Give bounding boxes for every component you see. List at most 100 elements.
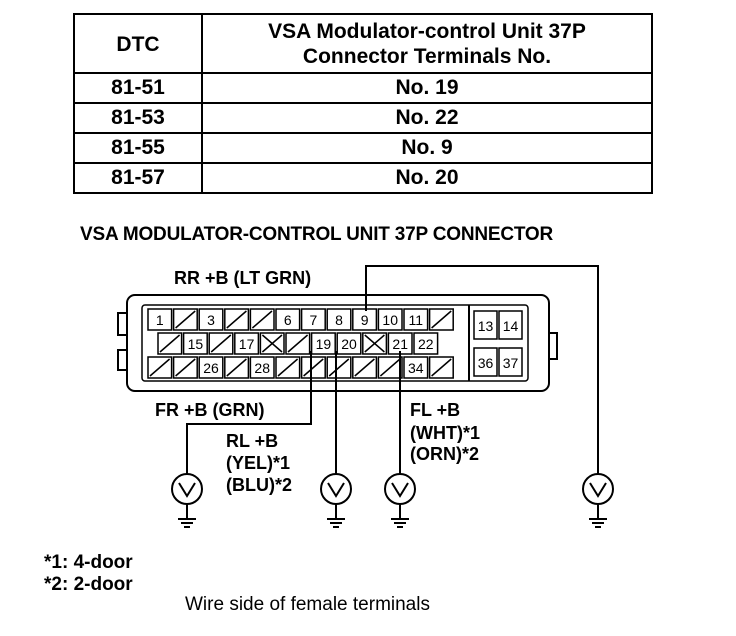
cell-terminal: No. 20 [201,162,653,194]
terminal-cell [377,356,403,379]
blocked-cavity-mark [364,334,385,353]
terminal-cell [403,308,429,331]
terminal-cell [362,332,388,355]
terminal-cell [224,356,250,379]
connector-tab-left-top [117,312,128,336]
terminal-cell [352,308,378,331]
cell-dtc: 81-53 [73,102,203,134]
empty-cavity-mark [251,310,273,329]
label-fl-3: (ORN)*2 [410,444,479,464]
wires [186,265,599,474]
empty-cavity-mark [149,358,171,377]
blocked-cavity-mark [261,334,283,353]
empty-cavity-mark [354,358,375,377]
cell-terminal: No. 9 [201,132,653,164]
side-terminal-cell [498,347,523,377]
terminal-cell [172,356,198,379]
terminal-cell [326,356,352,379]
wire-rr [365,265,599,474]
table-row: 81-53 No. 22 [73,102,653,134]
side-terminal-cell [473,347,498,377]
terminal-cell [428,356,454,379]
terminal-cell [336,332,362,355]
terminal-cell [403,356,429,379]
side-terminal-cell [498,310,523,340]
terminal-number: 9 [361,312,369,328]
terminal-cell [275,356,301,379]
cell-terminal: No. 22 [201,102,653,134]
empty-cavity-mark [175,358,196,377]
side-terminal-number: 37 [503,355,519,371]
header-dtc: DTC [73,13,203,74]
terminal-cell [249,356,275,379]
label-rr: RR +B (LT GRN) [174,268,311,288]
terminal-number: 11 [409,312,424,328]
terminal-cell [326,308,352,331]
terminal-cell [300,356,326,379]
wire-fr [186,351,312,474]
terminal-cell [275,308,301,331]
terminal-cell [172,308,198,331]
empty-cavity-mark [379,358,401,377]
side-terminal-number: 13 [478,318,494,334]
terminal-number: 20 [341,336,357,352]
terminal-cell [249,308,275,331]
terminal-cell [259,332,285,355]
empty-cavity-mark [287,334,309,353]
label-fl-2: (WHT)*1 [410,423,480,443]
terminal-cell [310,332,336,355]
cell-dtc: 81-57 [73,162,203,194]
terminal-cell [157,332,183,355]
table-row: 81-57 No. 20 [73,162,653,194]
label-rl-3: (BLU)*2 [226,475,292,495]
terminal-number: 22 [418,336,434,352]
cell-terminal: No. 19 [201,72,653,104]
terminal-number: 7 [310,312,318,328]
terminal-number: 6 [284,312,292,328]
table-row: 81-55 No. 9 [73,132,653,164]
empty-cavity-mark [210,334,232,353]
terminal-cell [182,332,208,355]
empty-cavity-mark [159,334,181,353]
terminal-number: 1 [156,312,164,328]
empty-cavity-mark [175,310,196,329]
terminal-number: 19 [316,336,332,352]
side-terminal-number: 14 [503,318,519,334]
empty-cavity-mark [226,358,247,377]
terminal-number: 17 [239,336,255,352]
voltmeter-fr-icon [171,473,203,528]
label-fr: FR +B (GRN) [155,400,265,420]
terminal-cell [208,332,234,355]
side-terminal-number: 36 [478,355,494,371]
terminal-cell [234,332,260,355]
diagram-title: VSA MODULATOR-CONTROL UNIT 37P CONNECTOR [80,224,554,245]
terminal-cell [224,308,250,331]
terminal-number: 21 [392,336,408,352]
empty-cavity-mark [431,310,452,329]
label-rl-1: RL +B [226,431,278,451]
side-terminal-cell [473,310,498,340]
cell-dtc: 81-55 [73,132,203,164]
label-fl-1: FL +B [410,400,460,420]
terminal-number: 28 [254,360,270,376]
dtc-terminal-table: DTC VSA Modulator-control Unit 37P Conne… [73,13,653,194]
empty-cavity-mark [303,358,324,377]
terminal-cell [428,308,454,331]
terminal-cell [198,308,224,331]
caption: Wire side of female terminals [185,594,430,615]
empty-cavity-mark [431,358,452,377]
terminal-cell [377,308,403,331]
connector-tab-left-bottom [117,349,128,371]
connector-tab-right [548,332,558,360]
footnote-1: *1: 4-door [44,552,133,573]
terminal-number: 34 [408,360,424,376]
voltmeter-rl-icon [320,473,352,528]
terminal-cell [147,356,173,379]
voltmeter-fl-icon [384,473,416,528]
empty-cavity-mark [328,358,350,377]
terminal-cell [198,356,224,379]
label-rl-2: (YEL)*1 [226,453,290,473]
table-row: 81-51 No. 19 [73,72,653,104]
terminal-cell [147,308,173,331]
